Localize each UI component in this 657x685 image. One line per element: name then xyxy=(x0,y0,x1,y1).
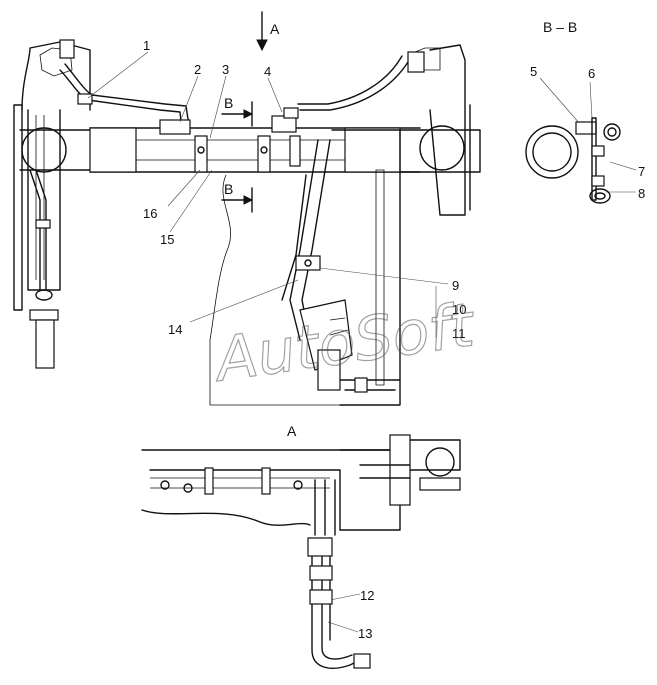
upper-pipeline xyxy=(39,39,425,135)
section-view-b-b: B – B 5 6 7 8 xyxy=(525,19,645,204)
left-housing xyxy=(21,127,67,173)
callout-8: 8 xyxy=(638,186,645,201)
callout-11: 11 xyxy=(452,326,466,341)
callout-1: 1 xyxy=(143,38,150,53)
bracket-plate xyxy=(209,129,401,406)
valve-pipe-assembly xyxy=(281,139,401,393)
left-frame-rail xyxy=(13,41,91,369)
callout-3: 3 xyxy=(222,62,229,77)
callout-16: 16 xyxy=(143,206,157,221)
callout-13: 13 xyxy=(358,626,372,641)
callout-5: 5 xyxy=(530,64,537,79)
main-view: A xyxy=(13,11,637,633)
callout-2: 2 xyxy=(194,62,201,77)
section-view-title: B – B xyxy=(543,19,577,35)
view-arrow-a-label: A xyxy=(270,21,280,37)
callout-9: 9 xyxy=(452,278,459,293)
right-housing xyxy=(419,125,465,171)
callout-12: 12 xyxy=(360,588,374,603)
callout-4: 4 xyxy=(264,64,271,79)
callout-15: 15 xyxy=(160,232,174,247)
view-arrow-a: A xyxy=(256,11,280,52)
beam-clamps xyxy=(194,135,301,173)
section-top-label: B xyxy=(224,95,233,111)
callout-10: 10 xyxy=(452,302,466,317)
detail-view-a: A 12 13 xyxy=(141,423,461,669)
left-drop-line xyxy=(29,169,51,291)
section-bottom-label: B xyxy=(224,181,233,197)
leader-lines xyxy=(87,51,637,633)
section-marker-b: B B xyxy=(221,95,254,213)
cross-beam xyxy=(89,127,421,173)
callout-6: 6 xyxy=(588,66,595,81)
detail-view-title: A xyxy=(287,423,297,439)
callout-7: 7 xyxy=(638,164,645,179)
callout-14: 14 xyxy=(168,322,182,337)
